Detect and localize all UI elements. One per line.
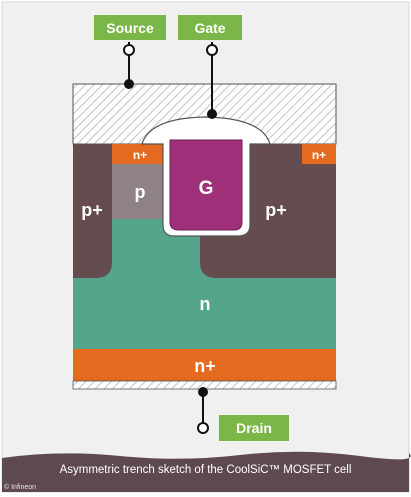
caption-bar: [2, 451, 411, 492]
n-plus-left-region: [112, 144, 169, 164]
p-plus-right-region: [200, 144, 336, 278]
n-plus-right-region: [302, 144, 336, 164]
p-region: [112, 164, 169, 219]
p-plus-left-region: [73, 144, 112, 278]
label-n-plus-left: n+: [133, 148, 147, 162]
source-terminal: Source: [94, 15, 166, 89]
drain-label: Drain: [236, 420, 272, 436]
label-n-plus-right: n+: [312, 148, 326, 162]
caption: Asymmetric trench sketch of the CoolSiC™…: [59, 464, 352, 476]
n-plus-substrate: [73, 349, 336, 381]
gate-poly: [169, 139, 243, 231]
label-gate: G: [199, 178, 214, 199]
label-p-plus-right: p+: [265, 200, 287, 220]
label-n-drift: n: [200, 294, 211, 314]
watermark: © Infineon: [4, 484, 37, 491]
gate-terminal: Gate: [178, 15, 242, 119]
drain-terminal: Drain: [197, 387, 289, 441]
label-n-plus-substrate: n+: [194, 356, 216, 376]
p-plus-right-top: [246, 144, 302, 164]
label-p: p: [135, 182, 146, 202]
source-label: Source: [106, 20, 154, 36]
label-p-plus-left: p+: [81, 200, 103, 220]
gate-label: Gate: [194, 20, 225, 36]
p-plus-right-fill: [246, 164, 316, 228]
